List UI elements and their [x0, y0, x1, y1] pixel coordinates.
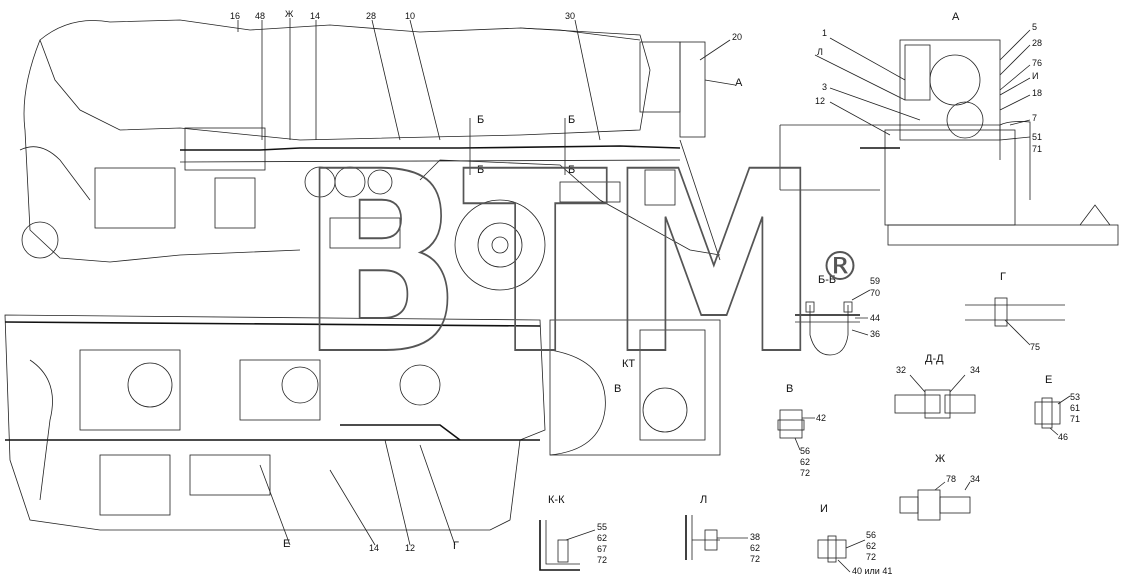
callout: 16	[230, 11, 240, 21]
callout: И	[1032, 71, 1038, 81]
view-E: Е 53 61 71 46	[1034, 374, 1080, 442]
callout: 72	[597, 555, 607, 565]
callout: 38	[750, 532, 760, 542]
callout: 48	[255, 11, 265, 21]
view-title: В	[786, 383, 793, 395]
callout: Б	[477, 114, 484, 126]
callout: 76	[1032, 58, 1042, 68]
callout: 20	[732, 32, 742, 42]
watermark: BTM ®	[299, 117, 860, 410]
view-title: Л	[700, 494, 707, 506]
callout: 75	[1030, 342, 1040, 352]
callout: Г	[453, 540, 459, 552]
callout: 3	[822, 82, 827, 92]
callout: 34	[970, 474, 980, 484]
callout: 1	[822, 28, 827, 38]
callout: 53	[1070, 392, 1080, 402]
callout: 36	[870, 329, 880, 339]
callout: В	[614, 383, 621, 395]
callout: 59	[870, 276, 880, 286]
callout: КТ	[622, 358, 635, 370]
callout: 67	[597, 544, 607, 554]
callout: 46	[1058, 432, 1068, 442]
callout: 18	[1032, 88, 1042, 98]
callout: 62	[800, 457, 810, 467]
callout: Е	[283, 538, 290, 550]
callout: Б	[568, 114, 575, 126]
main-view-top	[19, 18, 736, 291]
view-title: И	[820, 503, 828, 515]
callout: 7	[1032, 113, 1037, 123]
callout: А	[735, 77, 743, 89]
view-I: И 56 62 72 40 или 41	[817, 503, 892, 576]
callout: 5	[1032, 22, 1037, 32]
callout: Б	[568, 164, 575, 176]
callout: 14	[369, 543, 379, 553]
view-A-labels: А 1 Л 3 12 5 28 76 И 18 7 51 71	[815, 11, 1042, 154]
callout: 14	[310, 11, 320, 21]
view-A	[779, 29, 1119, 246]
callout: 34	[970, 365, 980, 375]
watermark-text: BTM	[300, 118, 820, 409]
view-L: Л 38 62 72	[685, 494, 760, 564]
view-title: Г	[1000, 271, 1006, 283]
callout: 12	[815, 96, 825, 106]
callout: 40 или 41	[852, 566, 892, 576]
callout: Л	[817, 47, 823, 57]
callout: 28	[1032, 38, 1042, 48]
callout: 42	[816, 413, 826, 423]
callout: Ж	[285, 9, 294, 19]
callout: 12	[405, 543, 415, 553]
callout: 28	[366, 11, 376, 21]
view-V: В 42 56 62 72	[777, 383, 826, 478]
callout: 30	[565, 11, 575, 21]
registered-mark: ®	[820, 244, 860, 290]
callout: 32	[896, 365, 906, 375]
callout: 10	[405, 11, 415, 21]
callout: 55	[597, 522, 607, 532]
callout: 51	[1032, 132, 1042, 142]
callout: 72	[800, 468, 810, 478]
view-G: Г 75	[965, 271, 1065, 352]
view-Zh: Ж 78 34	[899, 453, 980, 521]
callout: 62	[750, 543, 760, 553]
main-view-bottom	[4, 314, 721, 546]
view-title: Е	[1045, 374, 1052, 386]
callout: Б	[477, 164, 484, 176]
view-title: К-К	[548, 494, 565, 506]
callout: 56	[866, 530, 876, 540]
callout: 72	[750, 554, 760, 564]
main-view-bottom-labels: КТ В Е 14 12 Г	[283, 358, 635, 553]
callout: 61	[1070, 403, 1080, 413]
section-DD: Д-Д 32 34	[894, 353, 980, 419]
callout: 44	[870, 313, 880, 323]
view-title: Ж	[935, 453, 945, 465]
section-KK: К-К 55 62 67 72	[539, 494, 607, 571]
view-title: Б-Б	[818, 274, 836, 286]
section-BB: Б-Б 59 70 44 36	[795, 274, 880, 356]
callout: 56	[800, 446, 810, 456]
callout: 78	[946, 474, 956, 484]
callout: 71	[1070, 414, 1080, 424]
callout: 62	[597, 533, 607, 543]
view-title: Д-Д	[925, 353, 944, 365]
view-title: А	[952, 11, 960, 23]
callout: 71	[1032, 144, 1042, 154]
callout: 70	[870, 288, 880, 298]
callout: 72	[866, 552, 876, 562]
main-view-top-labels: 16 48 Ж 14 28 10 30 20 А Б Б Б Б	[230, 9, 743, 176]
callout: 62	[866, 541, 876, 551]
